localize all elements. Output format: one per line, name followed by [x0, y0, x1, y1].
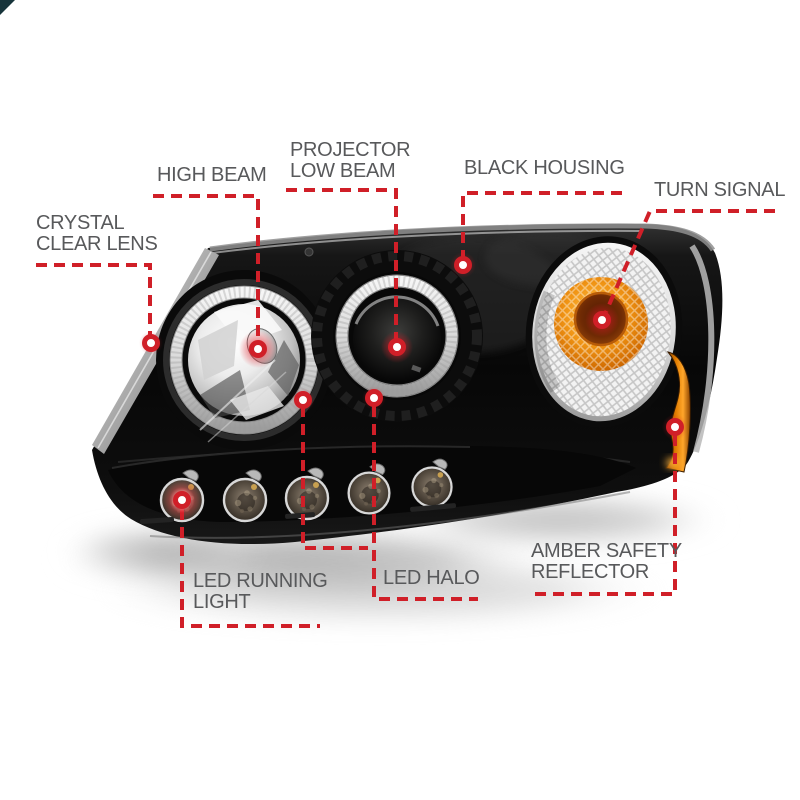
label-led-running-light: LED RUNNING LIGHT [193, 571, 328, 613]
label-text: TURN SIGNAL [654, 179, 786, 201]
label-text: LIGHT [193, 591, 251, 613]
leader-high-beam [153, 194, 260, 341]
callout-leader-lines [36, 188, 775, 628]
leader-led-running-light [180, 509, 320, 628]
label-text: BLACK HOUSING [464, 157, 625, 179]
label-text: HIGH BEAM [157, 164, 267, 186]
right-edge-chrome [689, 244, 715, 453]
label-projector-low-beam: PROJECTOR LOW BEAM [290, 139, 411, 182]
label-text: REFLECTOR [531, 561, 650, 583]
led-halo-right-dot [362, 386, 386, 410]
callout-dots [139, 252, 688, 520]
label-black-housing: BLACK HOUSING [464, 158, 625, 179]
label-text: CRYSTAL [36, 212, 125, 234]
leader-black-housing [461, 191, 622, 258]
leader-amber-safety-reflector [529, 435, 677, 596]
high-beam-halo-ring [170, 286, 318, 434]
label-text: LED RUNNING [193, 570, 328, 592]
label-turn-signal: TURN SIGNAL [654, 180, 785, 201]
high-beam-dot [239, 330, 277, 368]
black-housing-dot [450, 252, 476, 278]
label-amber-safety-reflector: AMBER SAFETY REFLECTOR [531, 541, 682, 583]
label-text: LOW BEAM [290, 160, 396, 182]
leader-led-halo-left [301, 406, 368, 550]
label-crystal-clear-lens: CRYSTAL CLEAR LENS [36, 213, 158, 255]
label-text: AMBER SAFETY [531, 540, 682, 562]
leader-projector-low-beam [286, 188, 398, 340]
housing-screw [304, 247, 314, 257]
crystal-clear-lens-dot [139, 331, 163, 355]
turn-signal-dot [585, 303, 619, 337]
amber-safety-reflector-dot [662, 414, 688, 440]
top-rim-highlight [209, 223, 716, 252]
label-text: PROJECTOR [290, 139, 411, 161]
label-high-beam: HIGH BEAM [157, 165, 267, 186]
leader-turn-signal [604, 209, 775, 313]
projector-low-beam-dot [381, 331, 413, 363]
label-text: LED HALO [383, 567, 480, 589]
label-led-halo: LED HALO [383, 568, 480, 589]
led-running-light-dot [162, 480, 202, 520]
led-halo-left-dot [291, 388, 315, 412]
label-text: CLEAR LENS [36, 233, 158, 255]
corner-triangle-mark [0, 0, 15, 15]
leader-led-halo-right [372, 406, 478, 601]
leader-crystal-clear-lens [36, 263, 152, 336]
